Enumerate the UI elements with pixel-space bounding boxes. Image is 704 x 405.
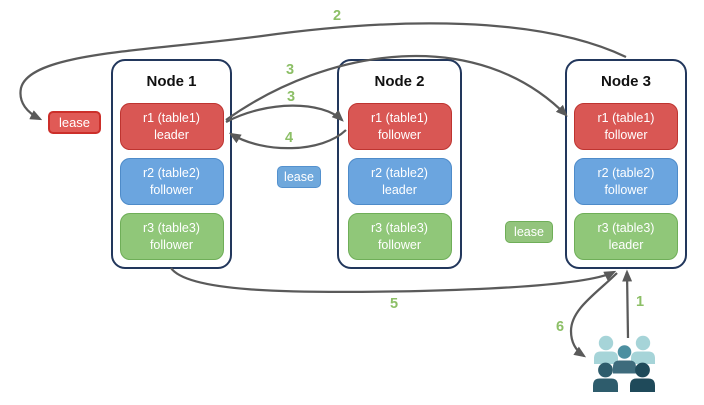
node-1-replica-r2: r2 (table2) follower	[119, 158, 224, 205]
replica-role-label: leader	[608, 237, 644, 252]
node-3-replica-r3: r3 (table3) leader	[574, 213, 678, 260]
step-label-6: 6	[556, 319, 565, 335]
step-label-3a: 3	[286, 62, 295, 78]
node-3-replica-r2: r2 (table2) follower	[574, 158, 678, 205]
node-3-title: Node 3	[600, 73, 651, 90]
replica-range-label: r3 (table3)	[143, 221, 200, 236]
replica-range-label: r2 (table2)	[143, 166, 200, 181]
replica-role-label: follower	[149, 237, 194, 252]
replica-role-label: follower	[149, 182, 194, 197]
node-1-replica-r3: r3 (table3) follower	[119, 213, 224, 260]
lease-badge-table2: lease	[277, 166, 321, 188]
replica-range-label: r1 (table1)	[371, 111, 428, 126]
node-3-replica-r1: r1 (table1) follower	[574, 103, 678, 150]
node-2-replica-r2: r2 (table2) leader	[347, 158, 452, 205]
arrow-step-5-node1-to-node3	[170, 267, 617, 294]
replica-role-label: follower	[604, 182, 648, 197]
node-2-replica-r3: r3 (table3) follower	[347, 213, 452, 260]
node-1: Node 1 r1 (table1) leader r2 (table2) fo…	[111, 59, 232, 269]
users-group-icon	[593, 335, 655, 392]
node-1-replica-r1: r1 (table1) leader	[119, 103, 224, 150]
step-label-4: 4	[285, 130, 294, 146]
replica-range-label: r3 (table3)	[371, 221, 428, 236]
node-2: Node 2 r1 (table1) follower r2 (table2) …	[337, 59, 462, 269]
replica-role-label: leader	[154, 127, 189, 142]
replica-role-label: follower	[377, 127, 422, 142]
arrow-step-1-users-to-node3	[622, 269, 633, 339]
step-label-3b: 3	[287, 89, 296, 105]
replica-role-label: leader	[382, 182, 417, 197]
node-2-title: Node 2	[374, 73, 425, 90]
replica-role-label: follower	[604, 127, 648, 142]
node-3: Node 3 r1 (table1) follower r2 (table2) …	[565, 59, 687, 269]
step-label-5: 5	[390, 296, 399, 312]
arrow-step-3-node1-to-node2	[225, 104, 344, 123]
step-label-2: 2	[333, 8, 342, 24]
lease-badge-table3: lease	[505, 221, 553, 243]
replica-role-label: follower	[377, 237, 422, 252]
replica-range-label: r2 (table2)	[597, 166, 655, 181]
node-2-replica-r1: r1 (table1) follower	[347, 103, 452, 150]
replica-range-label: r1 (table1)	[597, 111, 655, 126]
node-1-title: Node 1	[146, 73, 197, 90]
replica-range-label: r3 (table3)	[597, 221, 655, 236]
replica-range-label: r1 (table1)	[143, 111, 200, 126]
step-label-1: 1	[636, 294, 645, 310]
replica-range-label: r2 (table2)	[371, 166, 428, 181]
lease-badge-table1: lease	[48, 111, 101, 134]
